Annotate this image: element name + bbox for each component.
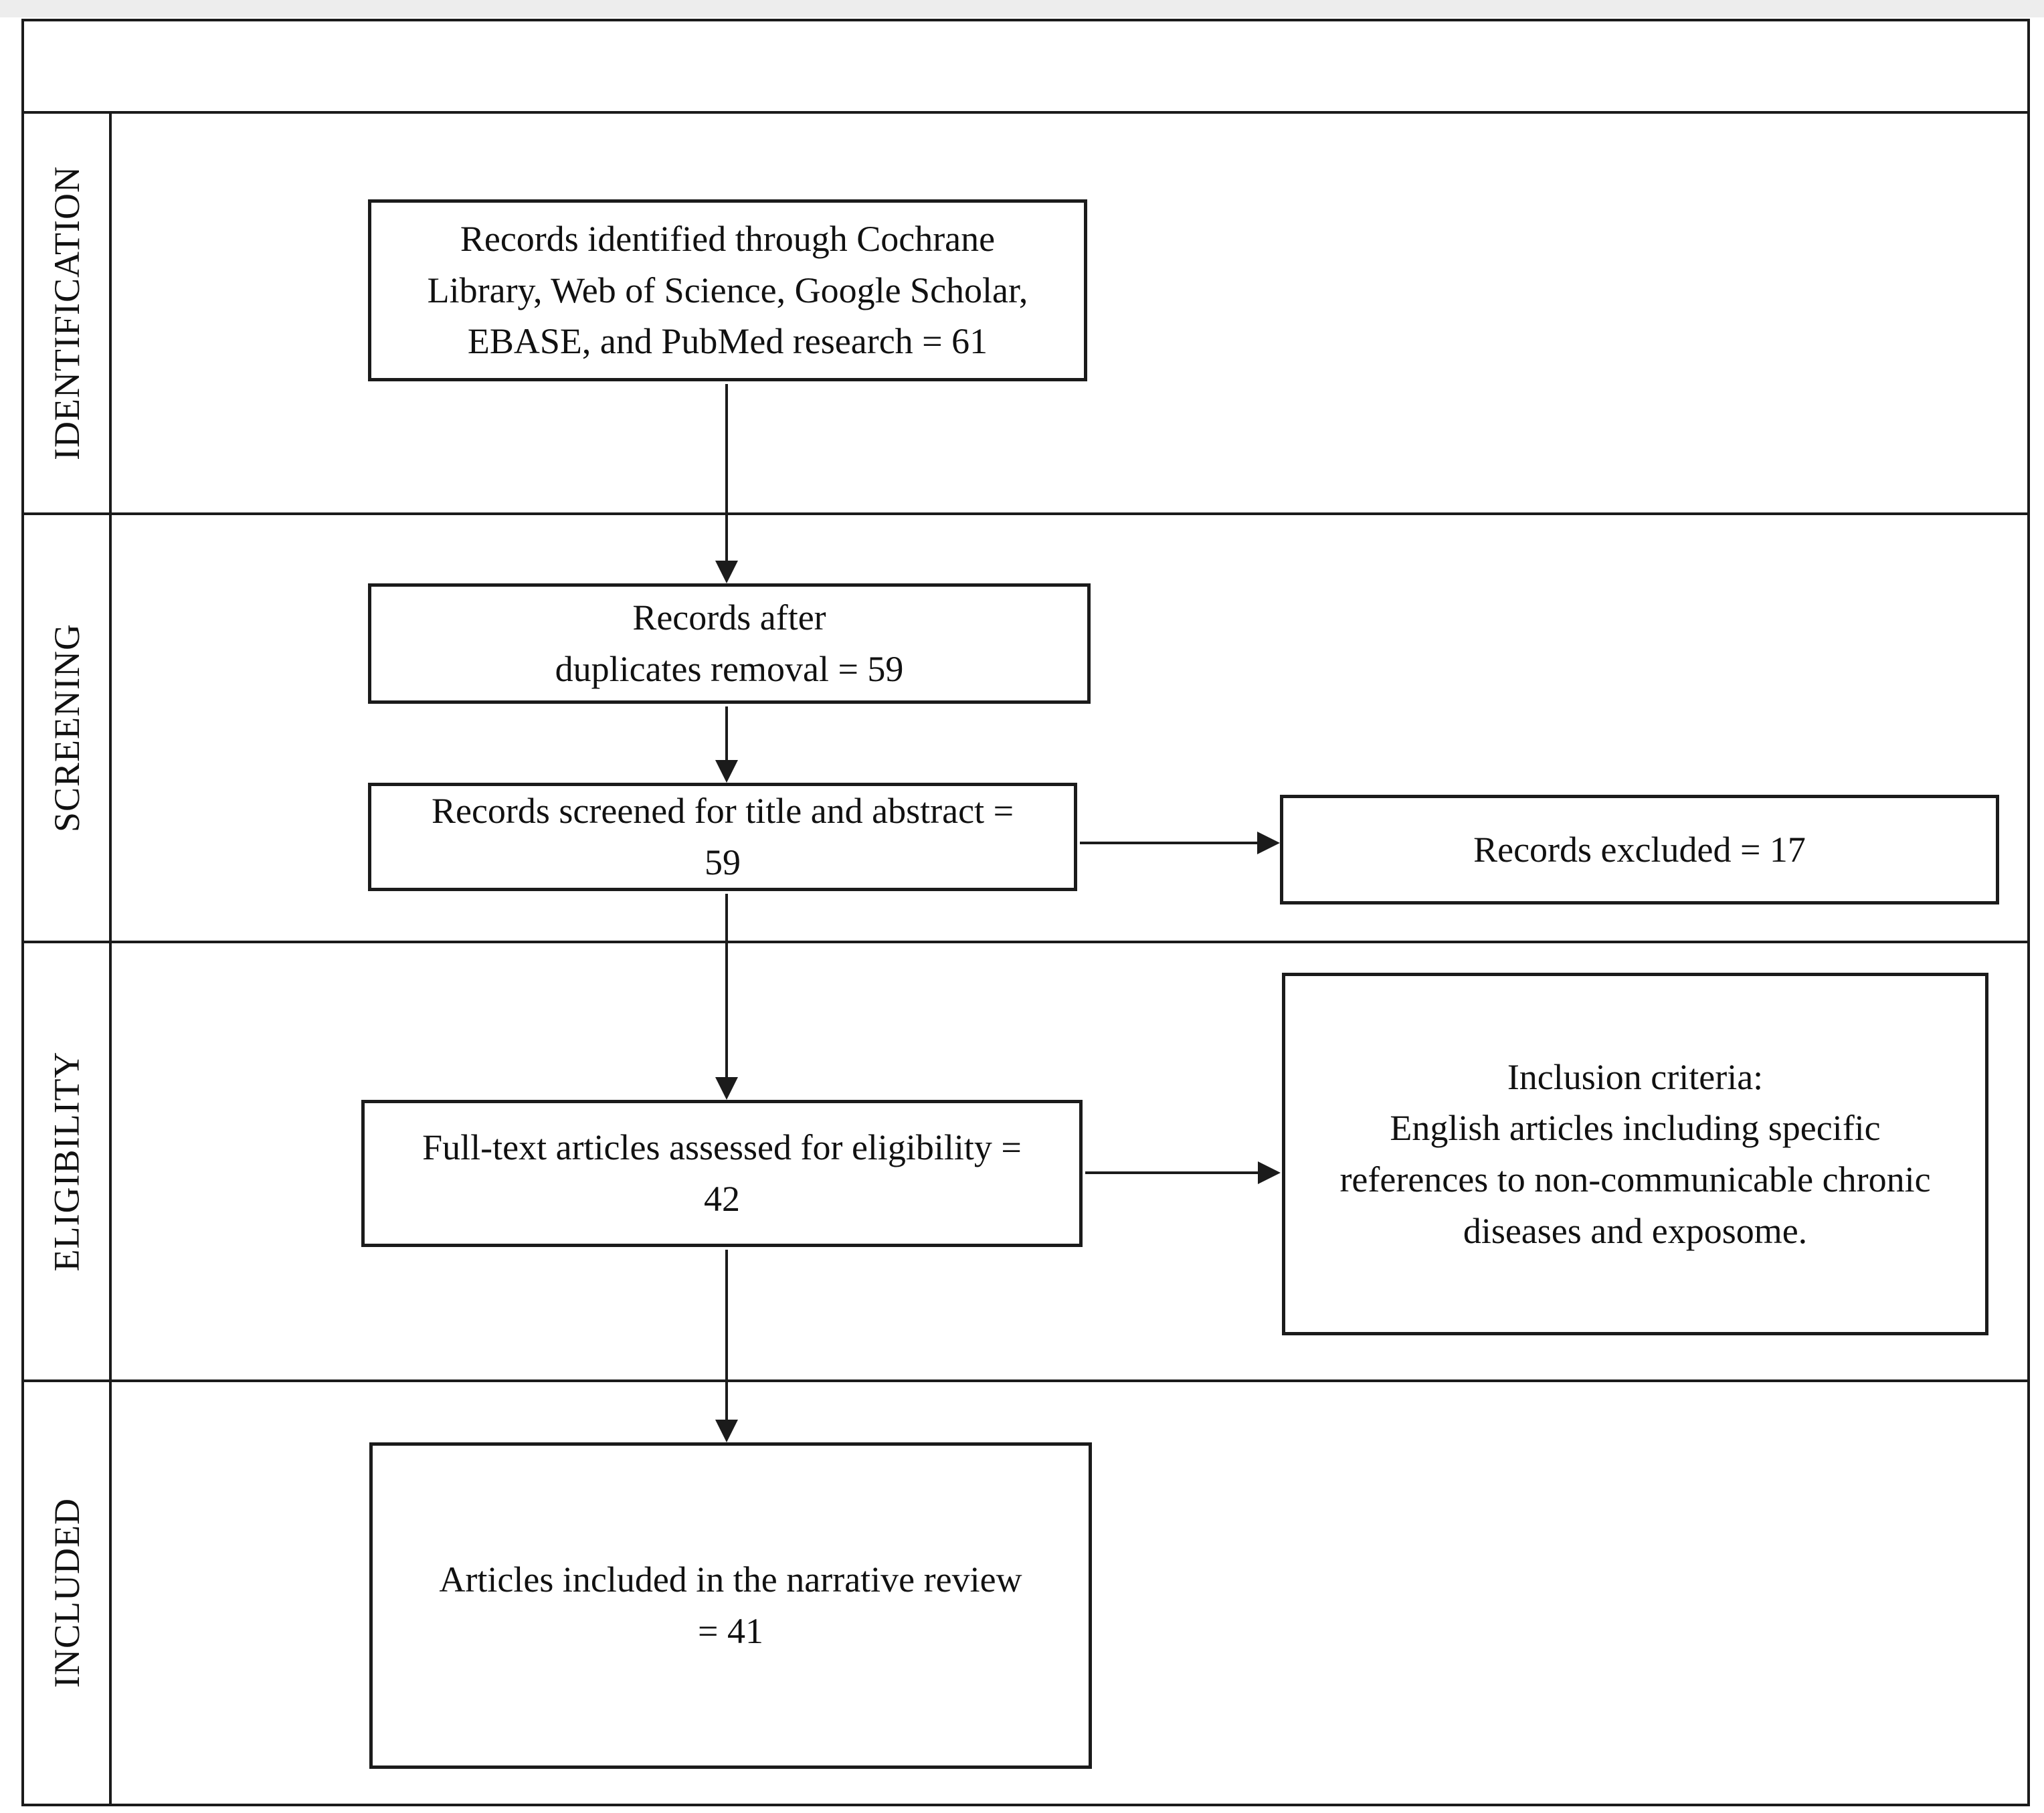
phase-label-text: IDENTIFICATION xyxy=(46,166,87,460)
arrow-identified-to-deduplicated-head-icon xyxy=(715,561,738,583)
phase-label-text: ELIGIBILITY xyxy=(46,1051,87,1272)
arrow-deduplicated-to-screened-line xyxy=(725,706,728,763)
box-articles-included: Articles included in the narrative revie… xyxy=(369,1442,1092,1769)
row-divider-identification-screening xyxy=(24,512,2030,515)
arrow-fulltext-to-included-head-icon xyxy=(715,1420,738,1442)
phase-row-label-screening: SCREENING xyxy=(25,516,108,939)
box-records-excluded-text: Records excluded = 17 xyxy=(1473,829,1806,870)
box-fulltext-assessed: Full-text articles assessed for eligibil… xyxy=(361,1100,1083,1247)
row-divider-eligibility-included xyxy=(24,1379,2030,1382)
arrow-deduplicated-to-screened-head-icon xyxy=(715,760,738,783)
arrow-fulltext-to-criteria-line xyxy=(1085,1171,1259,1174)
box-records-identified-text: Records identified through Cochrane Libr… xyxy=(427,218,1028,362)
arrow-screened-to-excluded-line xyxy=(1080,842,1259,844)
phase-column-divider xyxy=(109,111,112,1804)
box-records-after-duplicates: Records after duplicates removal = 59 xyxy=(368,583,1091,704)
page-edge-strip xyxy=(0,0,2044,17)
arrow-screened-to-fulltext-line xyxy=(725,894,728,1080)
arrow-fulltext-to-included-line xyxy=(725,1250,728,1420)
box-inclusion-criteria: Inclusion criteria: English articles inc… xyxy=(1282,973,1988,1335)
box-inclusion-criteria-text: Inclusion criteria: English articles inc… xyxy=(1339,1056,1931,1251)
box-records-excluded: Records excluded = 17 xyxy=(1280,795,1999,904)
phase-row-label-included: INCLUDED xyxy=(25,1383,108,1802)
box-records-screened-text: Records screened for title and abstract … xyxy=(431,791,1014,882)
arrow-screened-to-excluded-head-icon xyxy=(1257,832,1280,854)
arrow-screened-to-fulltext-head-icon xyxy=(715,1077,738,1100)
arrow-fulltext-to-criteria-head-icon xyxy=(1258,1161,1281,1184)
box-fulltext-assessed-text: Full-text articles assessed for eligibil… xyxy=(422,1127,1022,1219)
row-divider-screening-eligibility xyxy=(24,941,2030,943)
box-records-screened: Records screened for title and abstract … xyxy=(368,783,1077,891)
outer-frame xyxy=(21,19,2030,1806)
arrow-identified-to-deduplicated-line xyxy=(725,384,728,563)
box-articles-included-text: Articles included in the narrative revie… xyxy=(439,1559,1022,1651)
phase-label-text: SCREENING xyxy=(46,623,87,833)
phase-row-label-identification: IDENTIFICATION xyxy=(25,115,108,511)
header-band-divider xyxy=(24,111,2030,114)
phase-row-label-eligibility: ELIGIBILITY xyxy=(25,945,108,1378)
phase-label-text: INCLUDED xyxy=(46,1498,87,1688)
box-records-after-duplicates-text: Records after duplicates removal = 59 xyxy=(555,597,904,689)
box-records-identified: Records identified through Cochrane Libr… xyxy=(368,199,1087,381)
